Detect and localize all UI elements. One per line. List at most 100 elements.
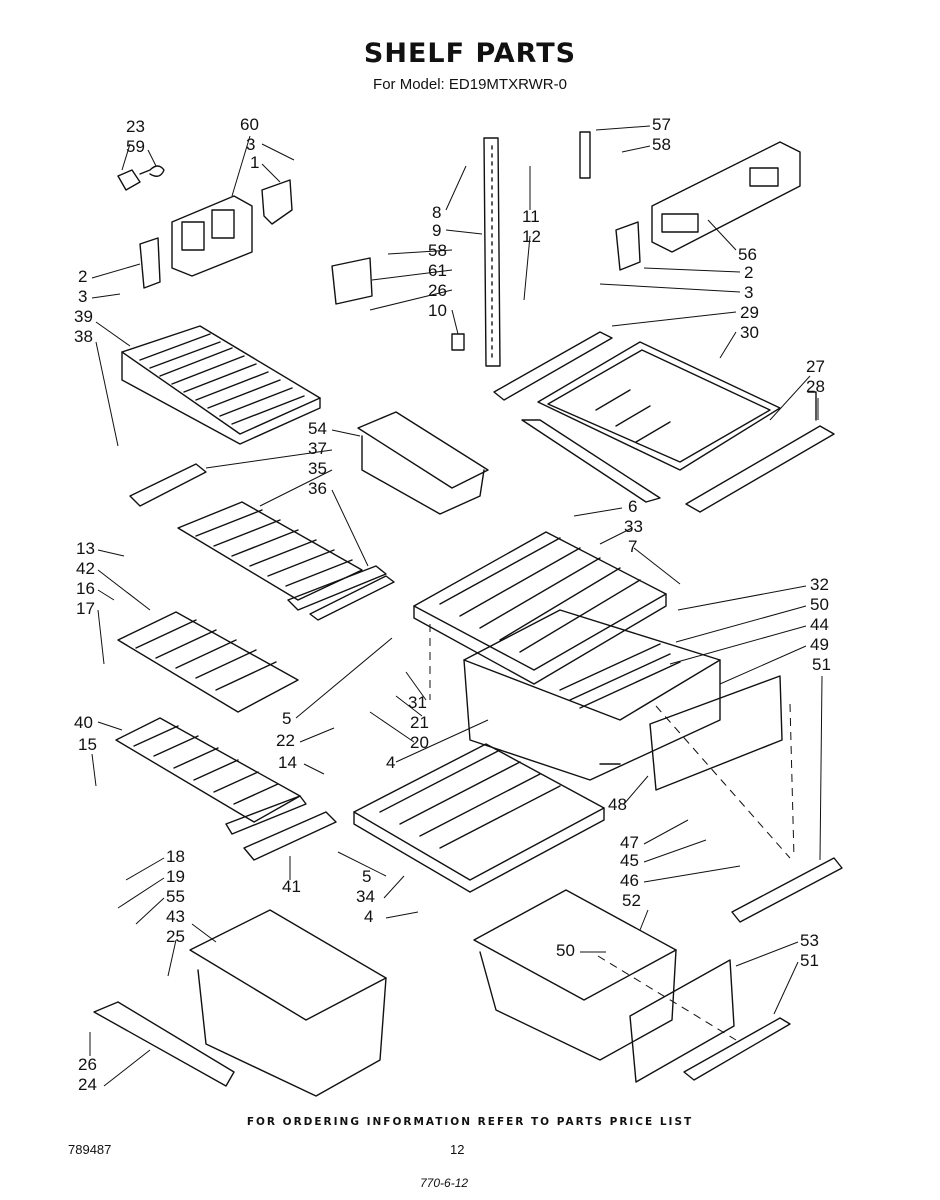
callout-32: 32 (810, 575, 829, 594)
callout-10: 10 (428, 301, 447, 320)
callout-38: 38 (74, 327, 93, 346)
callout-43: 43 (166, 907, 185, 926)
callout-26: 26 (78, 1055, 97, 1074)
callout-2: 2 (744, 263, 753, 282)
callout-29: 29 (740, 303, 759, 322)
callout-3: 3 (246, 135, 255, 154)
shelf-trim-part (129, 463, 207, 507)
callout-5: 5 (362, 867, 371, 886)
callout-28: 28 (806, 377, 825, 396)
callout-50: 50 (556, 941, 575, 960)
model-subtitle: For Model: ED19MTXRWR-0 (373, 76, 567, 93)
callout-22: 22 (276, 731, 295, 750)
callout-4: 4 (386, 753, 395, 772)
callout-25: 25 (166, 927, 185, 946)
callout-4: 4 (364, 907, 373, 926)
drawer-front-part (649, 675, 783, 791)
document-number: 789487 (68, 1142, 112, 1157)
shelf-trim-part (309, 575, 395, 621)
callout-59: 59 (126, 137, 145, 156)
callout-46: 46 (620, 871, 639, 890)
shelf-trim-part (731, 857, 843, 923)
callout-45: 45 (620, 851, 639, 870)
clip-part (331, 257, 373, 305)
vertical-rail-part (483, 137, 501, 367)
page-title: SHELF PARTS (363, 38, 577, 69)
shelf-trim-part (243, 811, 337, 861)
callout-14: 14 (278, 753, 297, 772)
callout-60: 60 (240, 115, 259, 134)
bracket-part (615, 221, 641, 271)
callout-51: 51 (800, 951, 819, 970)
callout-15: 15 (78, 735, 97, 754)
control-housing-part (171, 195, 253, 277)
clip-part (451, 333, 465, 351)
callout-61: 61 (428, 261, 447, 280)
control-panel-part (651, 141, 801, 253)
callout-11: 11 (522, 207, 540, 226)
callout-17: 17 (76, 599, 95, 618)
callout-3: 3 (744, 283, 753, 302)
callout-13: 13 (76, 539, 95, 558)
callout-41: 41 (282, 877, 301, 896)
callout-40: 40 (74, 713, 93, 732)
wire-shelf-part (177, 501, 363, 601)
wire-shelf-part (117, 611, 299, 713)
callout-49: 49 (810, 635, 829, 654)
alignment-lines (429, 624, 795, 1041)
shelf-trim-part (225, 795, 307, 835)
callout-27: 27 (806, 357, 825, 376)
glass-shelf-left (121, 325, 321, 445)
glass-shelf-lower (353, 743, 605, 893)
callout-3: 3 (78, 287, 87, 306)
callout-44: 44 (810, 615, 829, 634)
callout-2: 2 (78, 267, 87, 286)
dairy-bin-part (357, 411, 489, 515)
callout-labels: 23 59 60 3 1 2 3 39 38 8 9 58 61 26 10 1… (74, 115, 831, 1094)
callout-12: 12 (522, 227, 541, 246)
support-bar-part (93, 1001, 235, 1087)
callout-19: 19 (166, 867, 185, 886)
callout-34: 34 (356, 887, 375, 906)
callout-16: 16 (76, 579, 95, 598)
shelf-trim-part (521, 419, 661, 503)
callout-52: 52 (622, 891, 641, 910)
glass-shelf-center (413, 531, 667, 685)
callout-30: 30 (740, 323, 759, 342)
vegetable-pan-part (189, 909, 387, 1097)
callout-20: 20 (410, 733, 429, 752)
callout-35: 35 (308, 459, 327, 478)
hinge-part (579, 131, 591, 179)
callout-42: 42 (76, 559, 95, 578)
callout-50: 50 (810, 595, 829, 614)
callout-57: 57 (652, 115, 671, 134)
callout-9: 9 (432, 221, 441, 240)
ordering-note: FOR ORDERING INFORMATION REFER TO PARTS … (246, 1116, 694, 1128)
bracket-part (261, 179, 293, 225)
callout-18: 18 (166, 847, 185, 866)
callout-24: 24 (78, 1075, 97, 1094)
shelf-trim-part (685, 425, 835, 513)
callout-6: 6 (628, 497, 637, 516)
callout-51: 51 (812, 655, 831, 674)
callout-33: 33 (624, 517, 643, 536)
shelf-trim-part (683, 1017, 791, 1081)
callout-47: 47 (620, 833, 639, 852)
callout-7: 7 (628, 537, 637, 556)
callout-54: 54 (308, 419, 327, 438)
callout-55: 55 (166, 887, 185, 906)
crisper-drawer-part (463, 609, 721, 781)
drawer-front-part (629, 959, 735, 1083)
leader-lines (89, 125, 823, 1087)
callout-26: 26 (428, 281, 447, 300)
callout-53: 53 (800, 931, 819, 950)
handwritten-note: 770-6-12 (420, 1176, 469, 1190)
shelf-trim-part (287, 565, 387, 611)
callout-36: 36 (308, 479, 327, 498)
callout-48: 48 (608, 795, 627, 814)
callout-23: 23 (126, 117, 145, 136)
glass-shelf-upper-right (537, 341, 781, 471)
callout-58: 58 (652, 135, 671, 154)
callout-39: 39 (74, 307, 93, 326)
